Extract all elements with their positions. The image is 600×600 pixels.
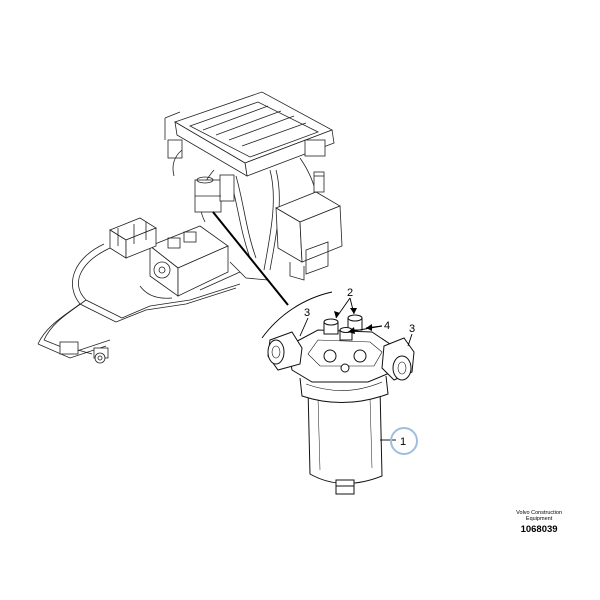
filter-detail	[267, 314, 415, 495]
valve-block	[109, 217, 157, 259]
callout-arrowheads	[334, 308, 372, 334]
reservoir-tank	[275, 171, 343, 281]
credit-line-1: Volvo Construction	[516, 510, 562, 516]
port-fitting-left	[267, 331, 303, 371]
pump-unit	[139, 225, 241, 299]
callout-1: 1	[400, 436, 406, 448]
callout-3-right: 3	[409, 323, 415, 335]
figure-number: 1068039	[520, 524, 558, 535]
callout-3-left: 3	[304, 307, 310, 319]
machine-overview	[37, 91, 343, 364]
callout-highlight-ring	[390, 427, 418, 455]
filter-bracket	[194, 174, 235, 213]
radiator-assembly	[164, 91, 335, 203]
callout-4: 4	[384, 320, 390, 332]
filter-canister	[299, 375, 389, 495]
port-fitting-right	[381, 337, 415, 381]
callout-2: 2	[347, 287, 353, 299]
detail-leader	[212, 211, 333, 339]
lower-fittings	[59, 341, 109, 364]
credit-block: Volvo Construction Equipment 1068039	[516, 510, 562, 535]
credit-line-2: Equipment	[525, 516, 553, 522]
